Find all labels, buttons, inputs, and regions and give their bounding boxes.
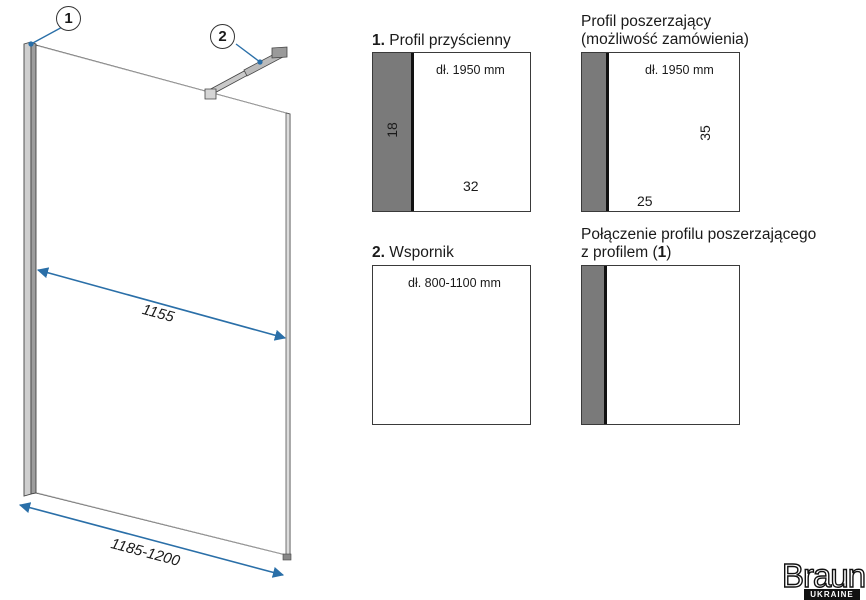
connection-wall-section (582, 266, 604, 424)
extension-title-line2: (możliwość zamówienia) (581, 31, 749, 48)
extension-detail-box: dł. 1950 mm (581, 52, 740, 212)
connection-title-suffix: ) (666, 244, 672, 261)
callout-1: 1 (56, 6, 81, 31)
connection-detail-box (581, 265, 740, 425)
bracket-length: dł. 800-1100 mm (408, 276, 501, 290)
extension-title-line1: Profil poszerzający (581, 13, 712, 30)
floor-width-dimension-line (18, 502, 285, 578)
connection-title-line2: z profilem (1) (581, 244, 671, 262)
callout-1-label: 1 (64, 10, 73, 27)
bracket-title-text: Wspornik (389, 244, 454, 261)
profile-title-text: Profil przyścienny (389, 32, 511, 49)
glass-panel (31, 43, 292, 561)
callout-2-label: 2 (218, 28, 227, 45)
bracket-title: 2. Wspornik (372, 244, 454, 262)
support-bracket-drawing (204, 46, 288, 100)
bracket-detail-box: dł. 800-1100 mm (372, 265, 531, 425)
callout-2: 2 (210, 24, 235, 49)
callout-2-dot (257, 59, 263, 65)
extension-wall-section (582, 53, 606, 211)
extension-length: dł. 1950 mm (645, 63, 714, 77)
extension-wall-edge (606, 53, 609, 211)
profile-title: 1. Profil przyścienny (372, 32, 511, 50)
connection-wall-edge (604, 266, 607, 424)
wall-edge (411, 53, 414, 211)
profile-detail-box: dł. 1950 mm (372, 52, 531, 212)
panel-width-dimension-line (36, 267, 287, 341)
brauni-logo: Brauni UKRAINE (781, 556, 866, 600)
bracket-number: 2. (372, 244, 385, 261)
connection-title-num: 1 (657, 244, 667, 261)
extension-width-dim: 25 (637, 193, 653, 209)
profile-length: dł. 1950 mm (436, 63, 505, 77)
wall-section (373, 53, 411, 211)
connection-title-prefix: z profilem ( (581, 244, 658, 261)
profile-width-dim: 32 (463, 178, 479, 194)
wall-profile-drawing (23, 41, 37, 497)
logo-word: Brauni (781, 556, 866, 594)
logo-subtitle: UKRAINE (804, 589, 860, 600)
connection-title-line1: Połączenie profilu poszerzającego (581, 226, 817, 243)
extension-height-dim: 35 (696, 125, 713, 141)
callout-1-dot (28, 41, 34, 47)
callout-2-leader (235, 43, 261, 63)
profile-number: 1. (372, 32, 385, 49)
profile-height-dim: 18 (383, 122, 400, 138)
